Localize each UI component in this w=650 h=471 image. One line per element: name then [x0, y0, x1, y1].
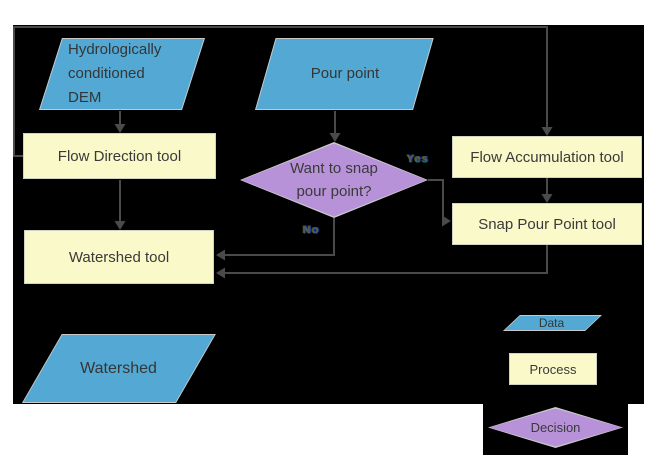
- connector-flow-direction-to-watershed-tool: [114, 180, 126, 230]
- node-hydrologically-conditioned-dem: [39, 38, 205, 110]
- connector-decision-no-to-watershed-tool: [216, 218, 335, 261]
- edge-label-no: No: [303, 224, 320, 236]
- arrowhead-down: [541, 194, 553, 203]
- connector-snap-pour-point-to-watershed-tool: [216, 245, 548, 279]
- legend-decision-shape: Decision: [488, 407, 623, 448]
- arrowhead-down: [329, 133, 341, 142]
- node-decision-want-to-snap: Want to snap pour point?: [240, 142, 428, 218]
- watershed-tool-label: Watershed tool: [68, 248, 170, 266]
- arrowhead-left: [216, 267, 225, 279]
- flow-accumulation-label: Flow Accumulation tool: [470, 148, 624, 166]
- legend-data-shape: [503, 315, 602, 331]
- node-flow-accumulation-tool: Flow Accumulation tool: [452, 136, 642, 178]
- connector-dem-to-flow-direction: [114, 111, 126, 133]
- arrowhead-down: [114, 221, 126, 230]
- node-watershed-tool: Watershed tool: [24, 230, 214, 284]
- connector-flow-accumulation-to-snap-pour-point: [541, 178, 553, 203]
- connector-pour-point-to-decision: [329, 111, 341, 142]
- node-snap-pour-point-tool: Snap Pour Point tool: [452, 203, 642, 245]
- node-pour-point: [255, 38, 434, 110]
- flow-direction-label: Flow Direction tool: [57, 147, 182, 165]
- edge-label-yes: Yes: [407, 153, 429, 165]
- arrowhead-down: [114, 124, 126, 133]
- legend-decision-label: Decision: [530, 420, 581, 435]
- node-flow-direction-tool: Flow Direction tool: [23, 133, 216, 179]
- legend-process-label: Process: [529, 361, 577, 377]
- snap-pour-point-label: Snap Pour Point tool: [478, 215, 616, 233]
- connector-flow-direction-to-flow-accumulation: [13, 26, 553, 157]
- arrowhead-down: [541, 127, 553, 136]
- decision-label: Want to snap pour point?: [290, 160, 378, 200]
- arrowhead-right: [442, 215, 451, 227]
- legend-process-shape: Process: [509, 353, 597, 385]
- connector-decision-yes-to-snap-pour-point: [428, 179, 451, 227]
- arrowhead-left: [216, 249, 225, 261]
